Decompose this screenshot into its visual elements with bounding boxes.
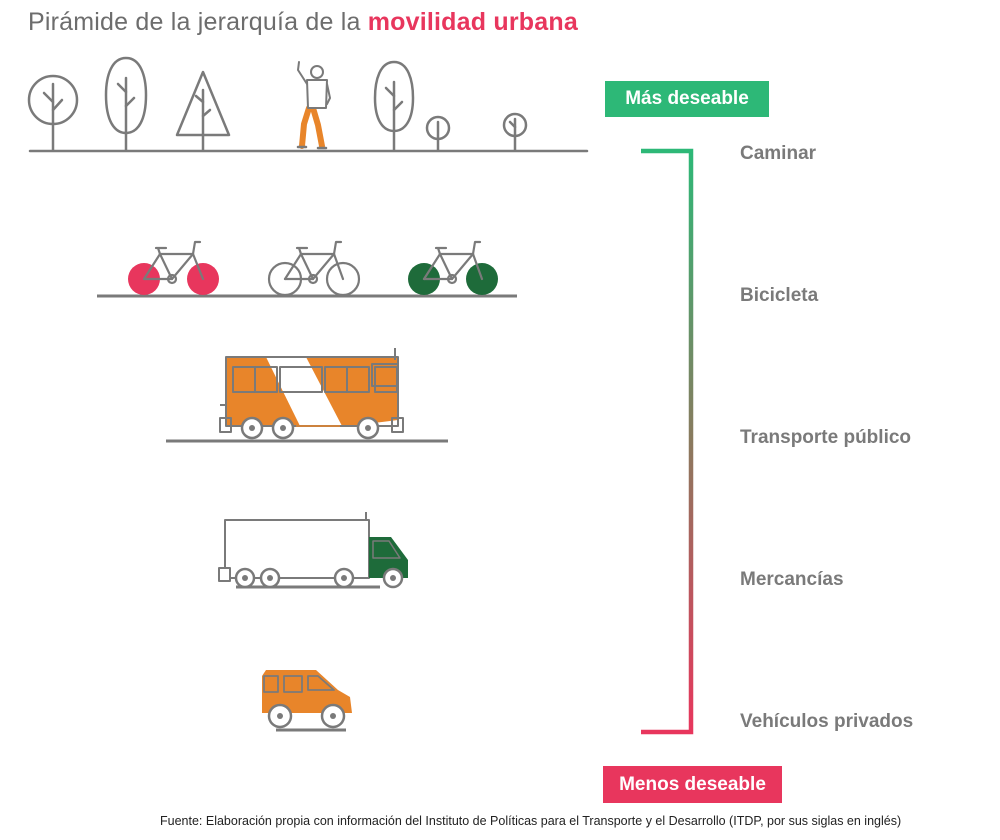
tree-icon [502,112,528,152]
tree-icon [175,70,231,152]
tree-icon [27,74,79,152]
tree-icon [104,56,148,152]
level-label-public-transport: Transporte público [740,427,912,448]
level-label-bicycle: Bicicleta [740,285,819,306]
walking-scene [27,56,589,153]
bus-icon [166,348,448,443]
title-prefix: Pirámide de la jerarquía de la [28,8,368,36]
bicycle-icon [408,240,498,295]
tree-icon [373,60,415,152]
tree-icon [425,115,451,152]
bicycle-icon [267,240,361,297]
bicycle-icon [128,240,219,295]
level-label-freight: Mercancías [740,569,844,590]
most-desirable-badge: Más deseable [605,81,769,117]
source-note: Fuente: Elaboración propia con informaci… [160,814,902,828]
truck-icon [218,512,408,589]
level-label-walking: Caminar [740,143,817,164]
title-highlight: movilidad urbana [367,8,578,36]
least-desirable-badge: Menos deseable [603,766,782,803]
page-title: Pirámide de la jerarquía de la movilidad… [28,8,578,37]
bicycle-scene [97,240,517,298]
hierarchy-bracket [641,148,694,735]
car-icon [262,670,352,732]
pedestrian-icon [296,61,331,150]
level-label-private-vehicles: Vehículos privados [740,711,914,732]
